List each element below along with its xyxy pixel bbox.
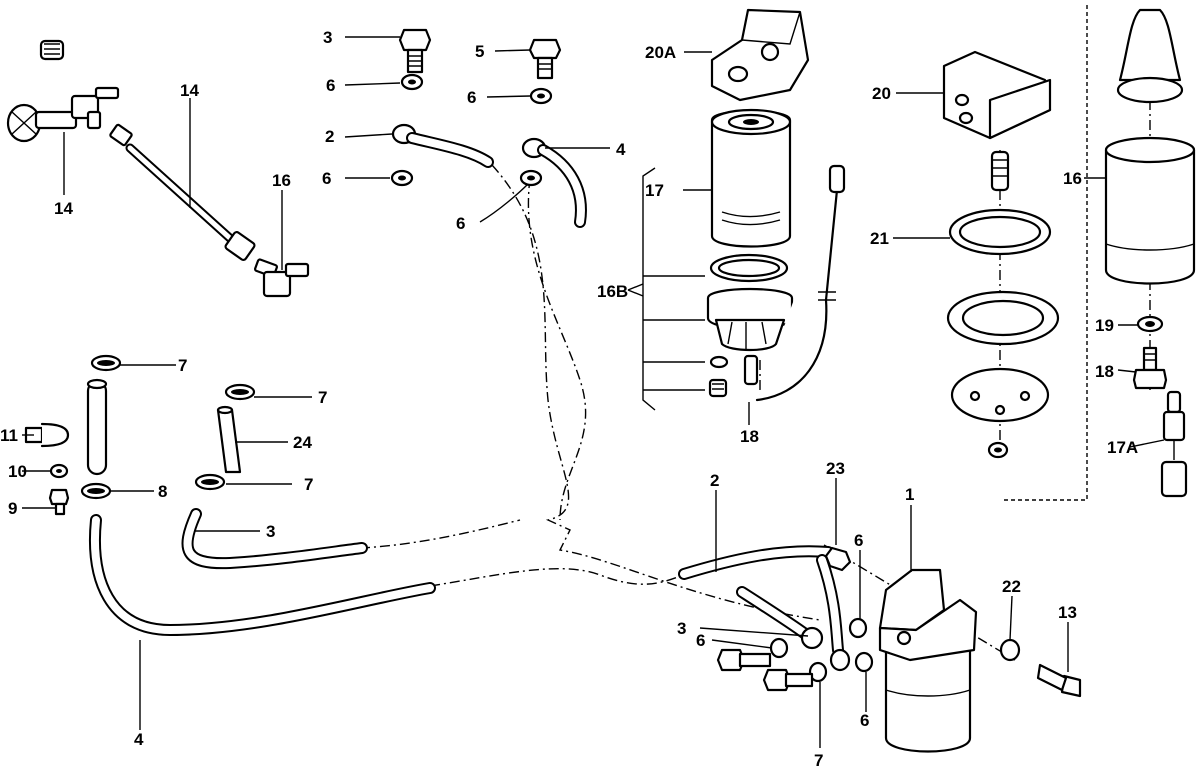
callout-24: 24 — [293, 433, 312, 452]
callout-21: 21 — [870, 229, 889, 248]
callout-17: 17A — [1107, 438, 1138, 457]
callout-3: 3 — [266, 522, 275, 541]
callout-6: 6 — [860, 711, 869, 730]
callout-7: 7 — [304, 475, 313, 494]
callout-6: 6 — [456, 214, 465, 233]
callout-12: 14 — [180, 81, 199, 100]
callout-20a: 20A — [645, 43, 676, 62]
filter-assembly-1 — [678, 545, 1082, 753]
callout-6: 7 — [814, 751, 823, 767]
callout-4: 4 — [134, 730, 144, 749]
callout-10: 11 — [0, 426, 18, 445]
callout-5: 5 — [475, 42, 484, 61]
callout-8: 9 — [8, 499, 17, 518]
callout-19: 19 — [1095, 316, 1114, 335]
callout-18: 18 — [1095, 362, 1114, 381]
callout-6: 6 — [696, 631, 705, 650]
callout-7: 7 — [178, 356, 187, 375]
callout-16a: 16B — [597, 282, 628, 301]
callout-6: 6 — [854, 531, 863, 550]
callout-6: 6 — [326, 76, 335, 95]
callout-4: 4 — [616, 140, 626, 159]
callout-9: 10 — [8, 462, 27, 481]
callout-17a: 18 — [740, 427, 759, 446]
callout-11: 13 — [1058, 603, 1077, 622]
shutoff-valve — [6, 39, 120, 143]
callout-2: 2 — [325, 127, 334, 146]
callout-16b: 17 — [645, 181, 664, 200]
callout-labels: 3 6 2 6 5 6 6 4 14 16 14 7 7 24 7 8 11 1… — [0, 28, 1138, 767]
left-hose-group — [24, 354, 436, 637]
callout-13: 16 — [272, 171, 291, 190]
elbow-fitting — [254, 258, 310, 298]
fuel-pipe — [109, 123, 256, 261]
callout-14: 14 — [54, 199, 73, 218]
bolts-top — [398, 28, 562, 105]
callout-7: 7 — [318, 388, 327, 407]
hoses-top — [390, 123, 587, 228]
callout-6: 6 — [322, 169, 331, 188]
callout-3: 3 — [677, 619, 686, 638]
leader-lines — [22, 36, 1165, 748]
callout-2: 2 — [710, 471, 719, 490]
filter-stack-right — [942, 8, 1196, 498]
callout-6: 6 — [467, 88, 476, 107]
callout-16: 16 — [1063, 169, 1082, 188]
callout-7: 8 — [158, 482, 167, 501]
callout-1: 1 — [905, 485, 914, 504]
callout-23: 23 — [826, 459, 845, 478]
callout-22: 22 — [1002, 577, 1021, 596]
callout-5: 3 — [323, 28, 332, 47]
filter-assembly-16a — [627, 8, 846, 411]
callout-20: 20 — [872, 84, 891, 103]
